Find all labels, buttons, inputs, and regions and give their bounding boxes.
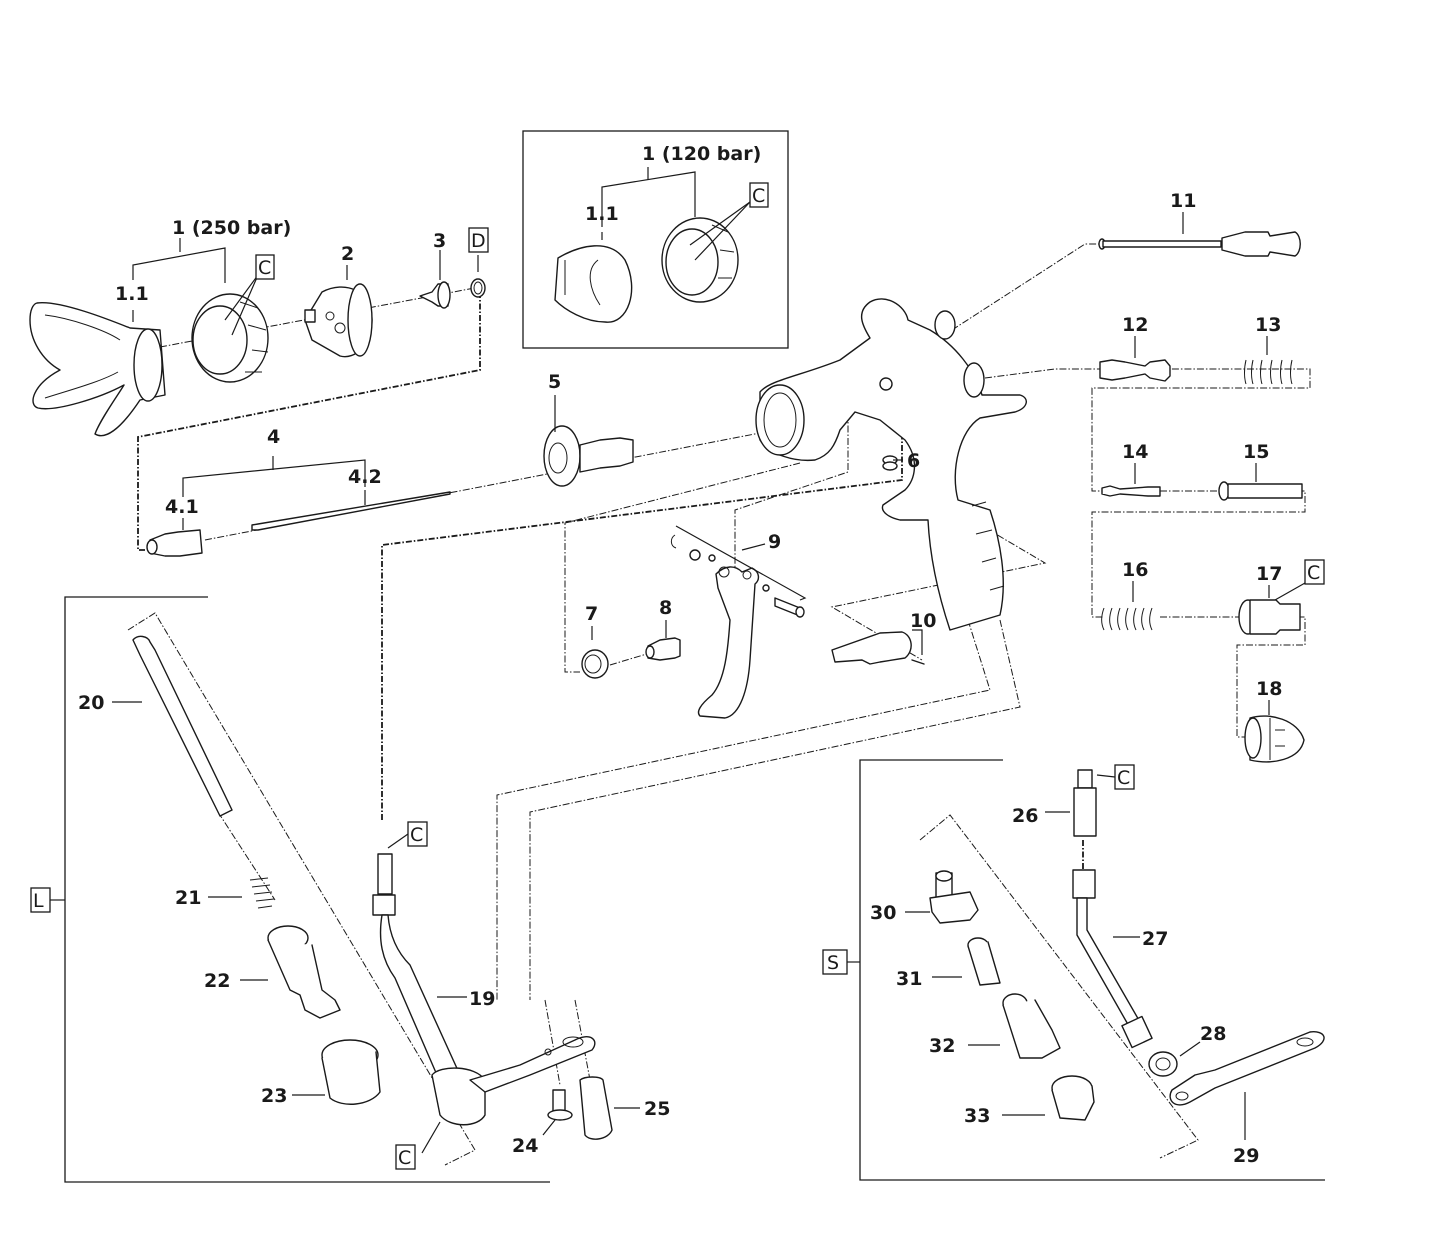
label-1-120bar: 1 (120 bar): [642, 143, 761, 165]
label-27: 27: [1142, 928, 1168, 950]
label-30: 30: [870, 902, 896, 924]
label-26: 26: [1012, 805, 1038, 827]
part-10-trigger-lock: [831, 631, 925, 665]
part-26-fitting: [1073, 769, 1097, 837]
label-10: 10: [910, 610, 936, 632]
label-2: 2: [341, 243, 354, 265]
inset-frame-120bar: [522, 130, 789, 349]
label-28: 28: [1200, 1023, 1226, 1045]
part-15-valve-housing: [1218, 481, 1303, 501]
label-20: 20: [78, 692, 104, 714]
part-13-spring: [1244, 359, 1293, 385]
part-17-filter-housing: [1238, 599, 1301, 635]
group-frame-L: L: [30, 596, 550, 1183]
svg-text:D: D: [471, 230, 486, 252]
part-30-fitting: [929, 870, 979, 924]
marker-L: L: [33, 890, 44, 912]
part-11-valve-rod: [1098, 231, 1301, 257]
part-22-filter: [267, 925, 341, 1019]
label-14: 14: [1122, 441, 1148, 463]
label-13: 13: [1255, 314, 1281, 336]
label-22: 22: [204, 970, 230, 992]
part-28-nut: [1148, 1051, 1178, 1077]
part-16-spring: [1101, 607, 1153, 631]
leader-lines: [112, 167, 1306, 1154]
marker-c-120bar-nut: C: [749, 182, 769, 208]
label-19: 19: [469, 988, 495, 1010]
label-32: 32: [929, 1035, 955, 1057]
part-20-tube: [132, 635, 233, 817]
label-4: 4: [267, 426, 280, 448]
part-27-tube: [1072, 869, 1153, 1049]
svg-text:C: C: [410, 824, 423, 846]
svg-text:C: C: [1117, 767, 1130, 789]
label-3: 3: [433, 230, 446, 252]
gun-body: [755, 298, 1027, 631]
part-18-end-cap: [1244, 715, 1305, 763]
marker-c-part-19-top: C: [407, 821, 428, 847]
part-9-trigger: [670, 525, 807, 719]
label-18: 18: [1256, 678, 1282, 700]
part-1-1-tip-guard-250bar: [29, 302, 166, 437]
part-8-packing: [645, 637, 681, 661]
marker-S: S: [827, 952, 839, 974]
label-4-1: 4.1: [165, 496, 199, 518]
marker-c-part-19-bottom: C: [395, 1144, 416, 1170]
part-19-swivel-tube: [372, 853, 596, 1126]
label-25: 25: [644, 1098, 670, 1120]
part-5-diffuser: [543, 425, 634, 487]
label-1-1-120bar: 1.1: [585, 203, 619, 225]
part-31-insert: [967, 937, 1001, 986]
part-4-2-needle: [251, 491, 451, 531]
part-d-seal: [470, 278, 486, 298]
svg-text:C: C: [1307, 562, 1320, 584]
marker-d-seal: D: [468, 227, 489, 253]
label-33: 33: [964, 1105, 990, 1127]
label-17: 17: [1256, 563, 1282, 585]
part-12-valve: [1099, 359, 1171, 382]
part-4-1-valve-seat: [146, 529, 203, 557]
label-8: 8: [659, 597, 672, 619]
label-16: 16: [1122, 559, 1148, 581]
label-11: 11: [1170, 190, 1196, 212]
part-1-1-tip-guard-120bar: [554, 245, 633, 323]
part-6-seal: [882, 455, 898, 471]
part-33-nut: [1051, 1075, 1095, 1121]
label-1-250bar: 1 (250 bar): [172, 217, 291, 239]
part-25-fitting: [579, 1076, 613, 1140]
label-6: 6: [907, 450, 920, 472]
boxed-markers: C D C C C C C: [255, 182, 1325, 1170]
part-14-pin: [1101, 485, 1161, 497]
marker-c-part-26: C: [1114, 764, 1135, 790]
marker-c-250bar-nut: C: [255, 254, 275, 280]
label-5: 5: [548, 371, 561, 393]
part-23-nut: [321, 1039, 381, 1105]
label-24: 24: [512, 1135, 538, 1157]
label-31: 31: [896, 968, 922, 990]
label-4-2: 4.2: [348, 466, 382, 488]
svg-text:C: C: [752, 185, 765, 207]
part-29-bracket: [1169, 1031, 1325, 1106]
part-24-pin: [547, 1089, 573, 1121]
label-29: 29: [1233, 1145, 1259, 1167]
label-21: 21: [175, 887, 201, 909]
part-1-nut-120bar: [661, 217, 739, 303]
label-12: 12: [1122, 314, 1148, 336]
svg-text:C: C: [258, 257, 271, 279]
group-frame-S: S: [822, 759, 1325, 1181]
part-7-nut: [581, 649, 609, 679]
label-7: 7: [585, 603, 598, 625]
part-1-nut-250bar: [191, 293, 269, 383]
callout-labels: 1 (250 bar) 1.1 1 (120 bar) 1.1 2 3 4 4.…: [78, 143, 1282, 1167]
label-23: 23: [261, 1085, 287, 1107]
label-9: 9: [768, 531, 781, 553]
marker-c-part-17: C: [1304, 559, 1325, 585]
label-1-1-250bar: 1.1: [115, 283, 149, 305]
part-3-seal: [419, 281, 451, 309]
svg-text:C: C: [398, 1147, 411, 1169]
part-21-spring: [249, 877, 275, 909]
part-32-housing: [1002, 993, 1061, 1059]
part-2-tip: [304, 283, 373, 358]
label-15: 15: [1243, 441, 1269, 463]
